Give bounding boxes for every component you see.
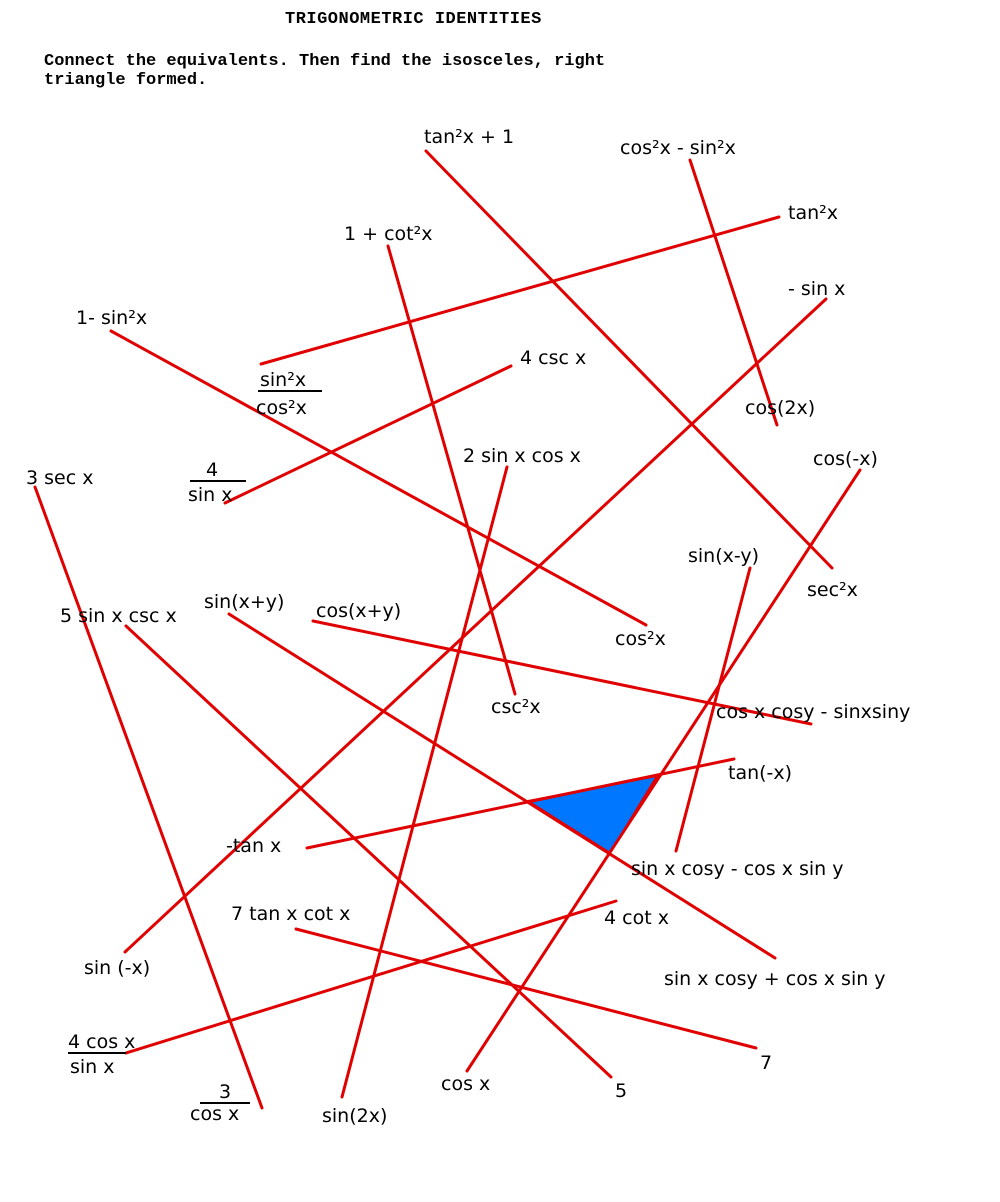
expr-7: 7 [760, 1052, 772, 1074]
connector-line [688, 158, 779, 427]
page-title: TRIGONOMETRIC IDENTITIES [285, 10, 542, 29]
expr-sinx-cosy-minus-cosx-siny: sin x cosy - cos x sin y [631, 858, 844, 880]
expr-4-cscx: 4 csc x [520, 347, 586, 369]
connector-line [109, 329, 648, 627]
fraction-numerator: 4 cos x [68, 1031, 135, 1053]
expr-sin-2x: sin(2x) [322, 1105, 387, 1127]
connector-line [123, 297, 828, 954]
fraction-numerator: 4 [206, 459, 218, 481]
connector-line [124, 624, 613, 1079]
fraction-numerator: sin²x [260, 369, 306, 391]
connector-line [340, 465, 509, 1099]
fraction-4-over-sinx: 4 sin x [188, 459, 246, 506]
expr-cos-x-plus-y: cos(x+y) [316, 600, 401, 622]
connector-line [311, 619, 813, 726]
connector-line [227, 612, 777, 960]
expr-cos-negx: cos(-x) [813, 448, 878, 470]
expr-1-minus-sin2x: 1- sin²x [76, 307, 147, 329]
expr-cos2x-squared: cos²x [615, 628, 666, 650]
connector-line [424, 149, 834, 570]
expr-3-secx: 3 sec x [26, 467, 93, 489]
instructions-line-1: Connect the equivalents. Then find the i… [44, 52, 606, 71]
instructions-line-2: triangle formed. [44, 71, 208, 90]
expr-neg-tanx: -tan x [226, 835, 281, 857]
connector-line [223, 364, 513, 505]
fraction-denominator: cos x [190, 1103, 239, 1125]
fraction-numerator: 3 [219, 1081, 231, 1103]
connector-line [674, 566, 752, 853]
expr-tan2x: tan²x [788, 202, 838, 224]
connector-line [305, 757, 736, 850]
expr-csc2x: csc²x [491, 696, 541, 718]
expr-cosx-cosy-minus-sinx-siny: cos x cosy - sinxsiny [716, 701, 910, 723]
connection-lines [33, 149, 862, 1110]
connector-line [259, 215, 781, 366]
expr-5-sinx-cscx: 5 sin x csc x [60, 605, 177, 627]
connector-line [33, 485, 264, 1110]
expr-sin-negx: sin (-x) [84, 957, 150, 979]
expr-2-sinx-cosx: 2 sin x cos x [463, 445, 581, 467]
expr-sin-x-plus-y: sin(x+y) [204, 591, 284, 613]
expr-sec2x: sec²x [807, 579, 858, 601]
expr-5: 5 [615, 1080, 627, 1102]
expr-sin-x-minus-y: sin(x-y) [688, 545, 759, 567]
expr-1-plus-cot2x: 1 + cot²x [344, 223, 432, 245]
expr-cos2x-minus-sin2x: cos²x - sin²x [620, 137, 736, 159]
fraction-4cosx-over-sinx: 4 cos x sin x [68, 1031, 135, 1078]
fraction-denominator: sin x [70, 1056, 115, 1078]
expression-labels: tan²x + 1 cos²x - sin²x tan²x 1 + cot²x … [26, 126, 910, 1127]
connector-line [294, 927, 758, 1050]
connector-line [386, 244, 517, 696]
fraction-denominator: cos²x [256, 397, 307, 419]
fraction-denominator: sin x [188, 484, 233, 506]
expr-cosx: cos x [441, 1073, 490, 1095]
connector-line [465, 468, 862, 1073]
expr-tan2x-plus-1: tan²x + 1 [424, 126, 514, 148]
expr-4-cotx: 4 cot x [604, 907, 669, 929]
instructions: Connect the equivalents. Then find the i… [44, 52, 764, 90]
fraction-3-over-cosx: 3 cos x [190, 1081, 250, 1125]
expr-tan-negx: tan(-x) [728, 762, 792, 784]
connector-line [124, 899, 618, 1055]
expr-neg-sinx: - sin x [788, 278, 845, 300]
expr-7-tanx-cotx: 7 tan x cot x [231, 903, 350, 925]
fraction-sin2-over-cos2: sin²x cos²x [256, 369, 322, 419]
expr-cos-2x: cos(2x) [745, 397, 815, 419]
expr-sinx-cosy-plus-cosx-siny: sin x cosy + cos x sin y [664, 968, 886, 990]
